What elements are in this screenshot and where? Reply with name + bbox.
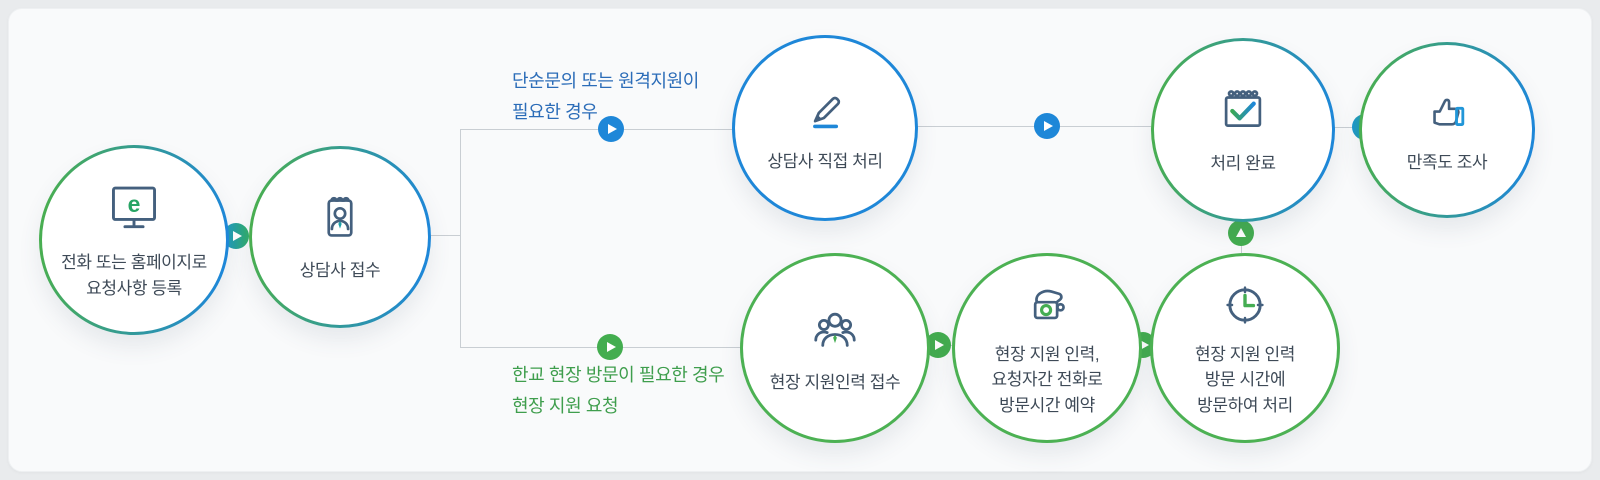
branch-label-onsite-line1: 한교 현장 방문이 필요한 경우 [512, 365, 725, 385]
agent-badge-icon [327, 196, 353, 237]
node-label-line: 처리 완료 [1210, 153, 1276, 173]
play-triangle [935, 340, 944, 350]
node-label-line: 현장 지원 인력 [1194, 344, 1296, 364]
play-triangle [608, 124, 617, 134]
connector-complete-survey [1329, 127, 1359, 128]
pencil-tip [815, 114, 822, 121]
flow-node-register: e 전화 또는 홈페이지로 요청사항 등록 [39, 145, 229, 335]
clock-icon [1226, 286, 1264, 324]
check-mark [1230, 101, 1256, 121]
arrow-branch-bottom-icon [597, 334, 623, 360]
branch-label-remote: 단순문의 또는 원격지원이 필요한 경우 [512, 66, 699, 128]
branch-label-remote-line2: 필요한 경우 [512, 102, 598, 122]
connector-agent-branch-stub [425, 235, 460, 236]
arrow-visit-complete-up-icon [1228, 220, 1254, 246]
phone-icon [1033, 289, 1065, 320]
calendar-check-icon [1224, 89, 1262, 127]
play-triangle-up [1236, 227, 1246, 237]
flow-node-field-visit: 현장 지원 인력 방문 시간에 방문하여 처리 [1150, 253, 1340, 443]
play-triangle [233, 231, 242, 241]
monitor-e-letter: e [128, 191, 141, 217]
node-label-line: 방문 시간에 [1204, 370, 1286, 390]
node-label-line: 방문하여 처리 [1197, 395, 1293, 415]
flow-node-survey: 만족도 조사 [1359, 42, 1535, 218]
flow-node-field-call: 현장 지원 인력, 요청자간 전화로 방문시간 예약 [952, 253, 1142, 443]
flow-node-field-receipt: 현장 지원인력 접수 [740, 253, 930, 443]
node-label-line: 방문시간 예약 [999, 395, 1095, 415]
phone-dial [1040, 303, 1053, 316]
node-label-line: 상담사 접수 [299, 260, 381, 280]
node-label-survey: 만족도 조사 [1407, 150, 1488, 176]
pencil-icon [813, 96, 841, 128]
node-label-line: 전화 또는 홈페이지로 [61, 253, 207, 272]
node-label-agent-receipt: 상담사 접수 [300, 258, 381, 284]
branch-label-onsite-line2: 현장 지원 요청 [512, 396, 619, 416]
badge-tie [338, 220, 342, 229]
node-label-field-call: 현장 지원 인력, 요청자간 전화로 방문시간 예약 [991, 342, 1102, 419]
people-group-icon [814, 312, 856, 347]
node-label-line: 상담사 직접 처리 [767, 151, 883, 171]
branch-label-onsite: 한교 현장 방문이 필요한 경우 현장 지원 요청 [512, 360, 725, 422]
arrow-direct-complete-icon [1034, 113, 1060, 139]
node-label-field-receipt: 현장 지원인력 접수 [770, 370, 901, 396]
flow-node-agent-direct: 상담사 직접 처리 [732, 35, 918, 221]
flow-node-complete: 처리 완료 [1151, 38, 1335, 222]
branch-label-remote-line1: 단순문의 또는 원격지원이 [512, 71, 699, 91]
clock-hands [1243, 293, 1256, 307]
node-label-line: 요청사항 등록 [86, 278, 182, 298]
group-tie [833, 334, 837, 343]
arrow-branch-top-icon [598, 116, 624, 142]
thumbs-up-icon [1433, 98, 1465, 126]
node-label-complete: 처리 완료 [1210, 151, 1276, 177]
node-label-line: 만족도 조사 [1406, 152, 1488, 172]
connector-branch-top [460, 129, 732, 130]
node-label-line: 현장 지원 인력, [994, 344, 1100, 364]
node-label-line: 현장 지원인력 접수 [769, 372, 901, 392]
node-label-field-visit: 현장 지원 인력 방문 시간에 방문하여 처리 [1195, 342, 1295, 419]
play-triangle [607, 342, 616, 352]
monitor-e-icon: e [112, 186, 156, 229]
node-label-register: 전화 또는 홈페이지로 요청사항 등록 [61, 250, 207, 301]
play-triangle [1044, 121, 1053, 131]
flow-node-agent-receipt: 상담사 접수 [249, 146, 431, 328]
connector-direct-complete [912, 126, 1151, 127]
node-label-agent-direct: 상담사 직접 처리 [767, 149, 883, 175]
play-triangle [1140, 340, 1149, 350]
connector-branch-vertical [460, 129, 461, 348]
node-label-line: 요청자간 전화로 [991, 370, 1103, 390]
